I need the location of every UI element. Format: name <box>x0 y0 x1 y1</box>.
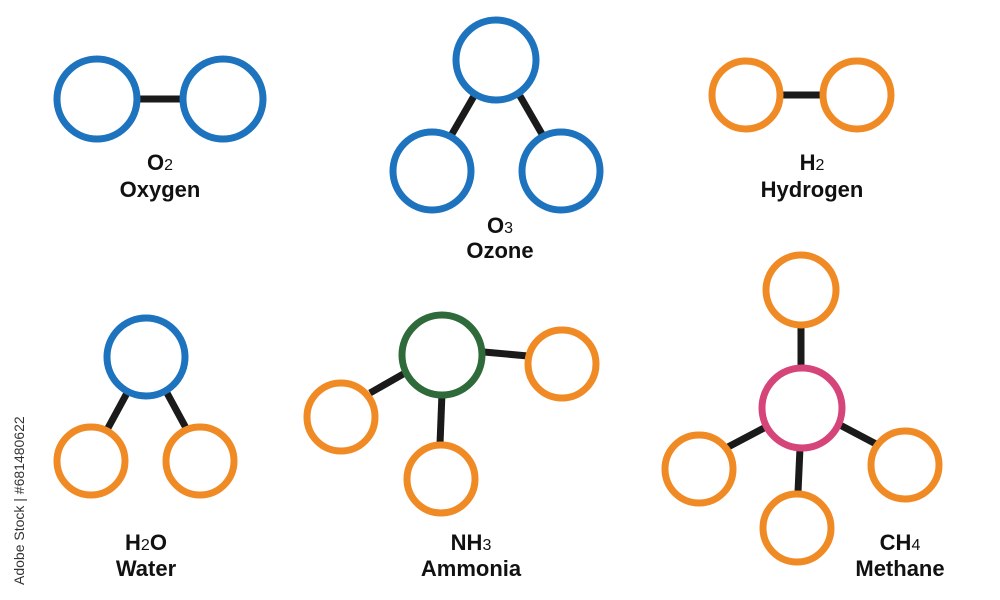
hydrogen-atom <box>759 490 835 566</box>
ammonia-formula: NH3 <box>451 530 492 555</box>
bond <box>838 421 878 448</box>
ammonia-name: Ammonia <box>421 556 522 581</box>
methane-molecule: CH4 Methane <box>661 251 945 581</box>
bond <box>104 391 131 430</box>
water-molecule: H2O Water <box>53 314 238 581</box>
hydrogen-molecule: H2 Hydrogen <box>708 57 895 202</box>
hydrogen-atom <box>162 423 238 499</box>
bond <box>368 369 407 397</box>
hydrogen-atom <box>819 57 895 133</box>
oxygen-atom <box>53 55 141 143</box>
bond <box>163 391 190 430</box>
water-name: Water <box>116 556 177 581</box>
bond <box>794 447 804 493</box>
hydrogen-atom <box>53 423 129 499</box>
water-formula: H2O <box>125 530 167 555</box>
carbon-atom <box>758 364 846 452</box>
bond <box>726 424 766 451</box>
bond <box>448 94 478 136</box>
hydrogen-atom <box>762 251 840 329</box>
methane-name: Methane <box>855 556 944 581</box>
bond <box>436 392 446 445</box>
nitrogen-atom <box>398 311 486 399</box>
hydrogen-formula: H2 <box>800 150 825 175</box>
hydrogen-atom <box>403 441 479 517</box>
bond <box>483 348 529 360</box>
hydrogen-atom <box>867 427 943 503</box>
ozone-molecule: O3 Ozone <box>389 16 604 263</box>
ozone-formula: O3 <box>487 213 513 238</box>
oxygen-atom <box>452 16 540 104</box>
hydrogen-atom <box>303 379 379 455</box>
hydrogen-atom <box>661 431 737 507</box>
oxygen-atom <box>518 128 604 214</box>
hydrogen-atom <box>524 326 600 402</box>
methane-formula: CH4 <box>880 530 921 555</box>
hydrogen-name: Hydrogen <box>761 177 864 202</box>
oxygen-formula: O2 <box>147 150 173 175</box>
hydrogen-atom <box>708 57 784 133</box>
oxygen-atom <box>103 314 189 400</box>
oxygen-name: Oxygen <box>120 177 201 202</box>
bond <box>516 94 546 136</box>
oxygen-atom <box>389 128 475 214</box>
oxygen-molecule: O2 Oxygen <box>53 55 267 202</box>
oxygen-atom <box>179 55 267 143</box>
ozone-name: Ozone <box>466 238 533 263</box>
watermark-text: Adobe Stock | #681480622 <box>11 416 27 585</box>
ammonia-molecule: NH3 Ammonia <box>303 311 600 581</box>
stock-watermark: Adobe Stock | #681480622 <box>11 416 27 585</box>
